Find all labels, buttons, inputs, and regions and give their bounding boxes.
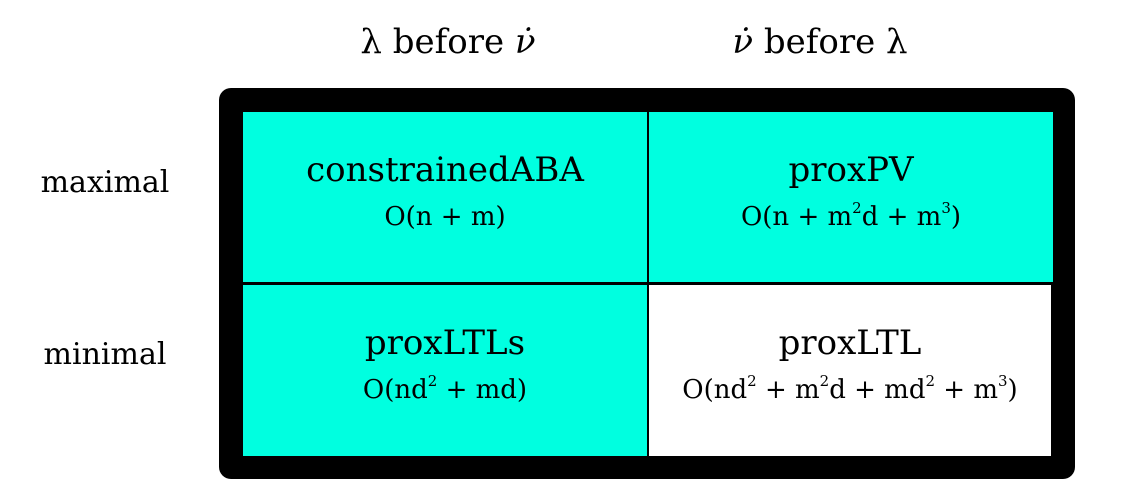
algorithm-name: constrainedABA — [306, 150, 584, 190]
nu-dot-symbol: ν̇ — [514, 22, 536, 62]
cell-minimal-nu-first: proxLTL O(nd2 + m2d + md2 + m3) — [649, 285, 1051, 456]
row-header-minimal: minimal — [43, 337, 167, 372]
cell-maximal-lambda-first: constrainedABA O(n + m) — [243, 112, 647, 282]
algorithm-name: proxPV — [788, 150, 914, 190]
column-header-lambda-before-nu: λ before ν̇ — [248, 22, 648, 62]
algorithm-name: proxLTLs — [364, 323, 526, 363]
complexity: O(nd2 + m2d + md2 + m3) — [682, 372, 1018, 406]
column-header-text: before λ — [753, 22, 908, 62]
cell-minimal-lambda-first: proxLTLs O(nd2 + md) — [243, 285, 647, 456]
complexity: O(nd2 + md) — [362, 372, 528, 406]
row-header-maximal: maximal — [40, 165, 170, 200]
column-header-text: λ before — [360, 22, 515, 62]
nu-dot-symbol: ν̇ — [732, 22, 754, 62]
complexity: O(n + m) — [384, 202, 506, 232]
column-header-nu-before-lambda: ν̇ before λ — [620, 22, 1020, 62]
complexity: O(n + m2d + m3) — [740, 199, 962, 233]
algorithm-name: proxLTL — [778, 323, 922, 363]
cell-maximal-nu-first: proxPV O(n + m2d + m3) — [649, 112, 1053, 282]
